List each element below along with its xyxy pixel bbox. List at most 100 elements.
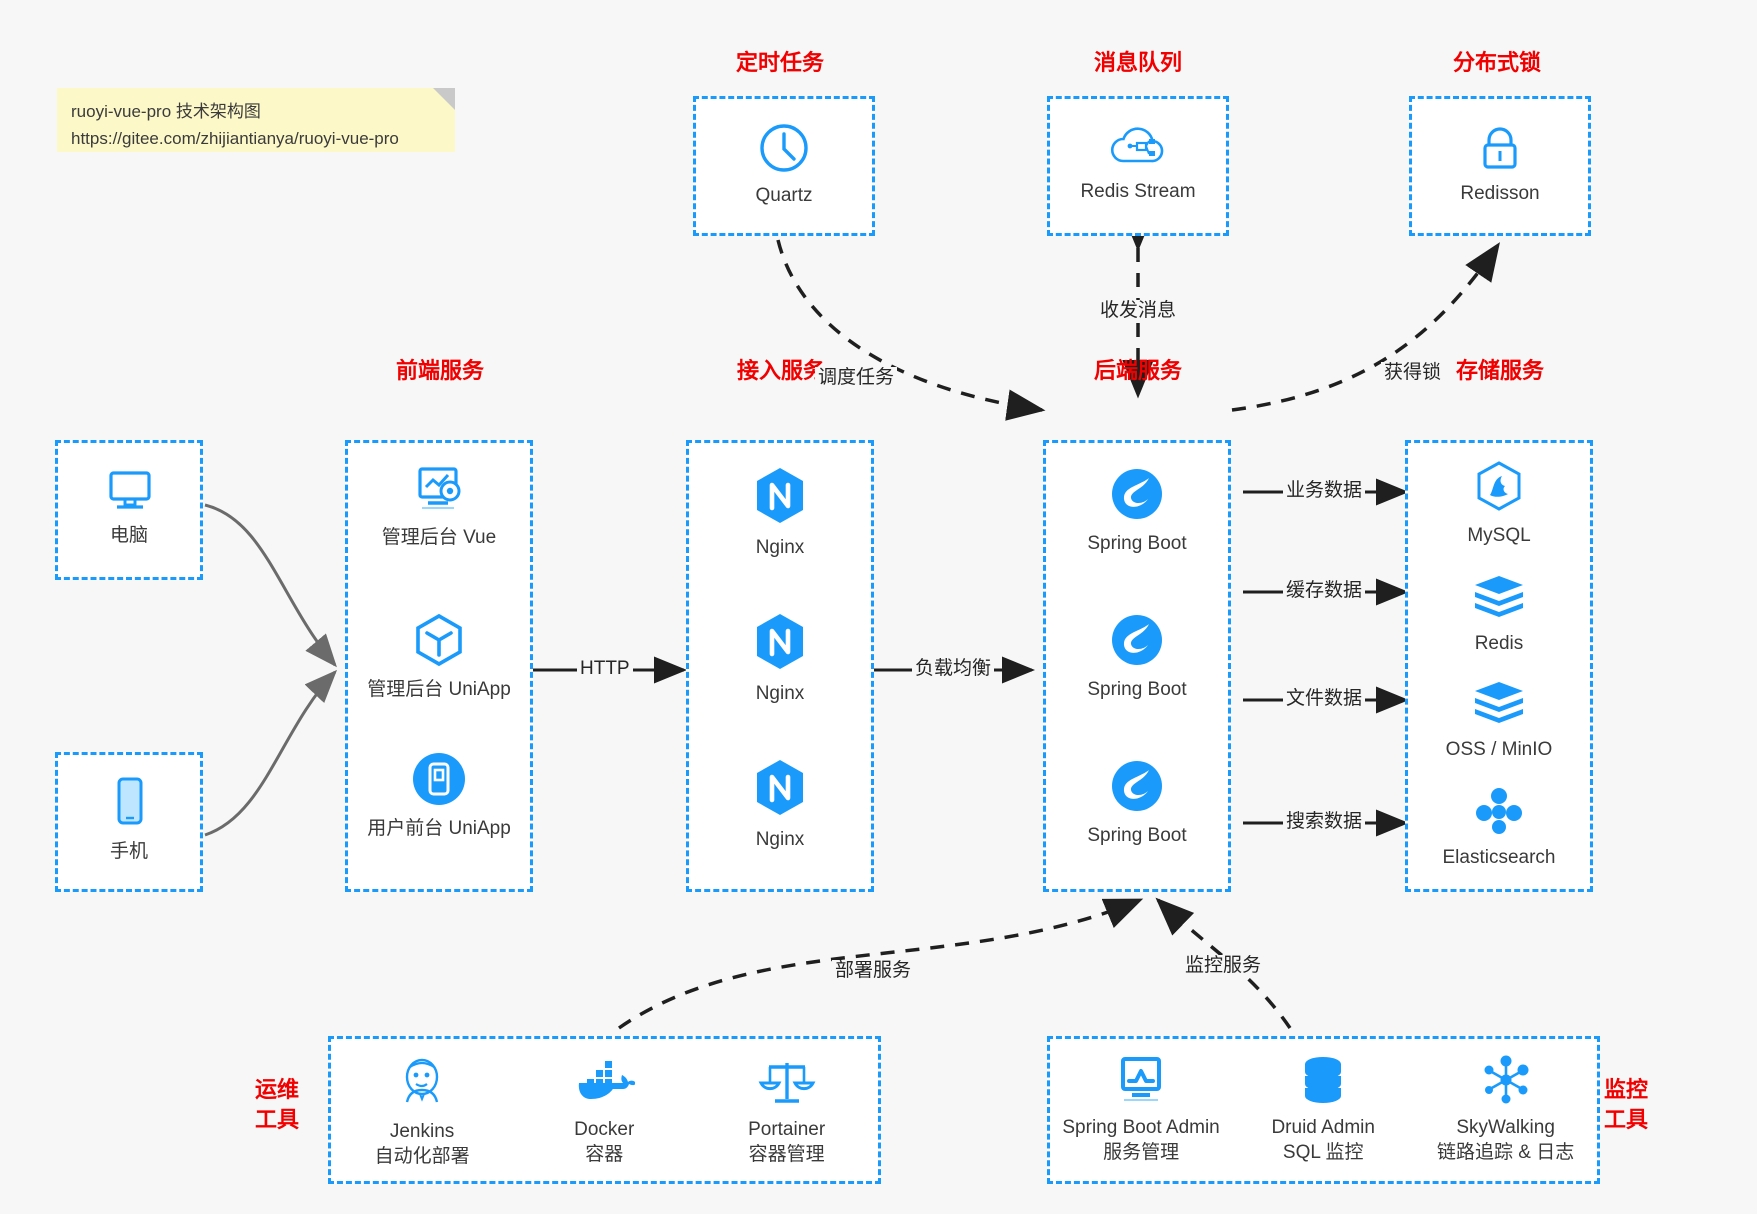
node-label: 电脑	[109, 525, 148, 546]
group-title-devops: 运维 工具	[255, 1075, 325, 1135]
node-label: Redis	[1474, 633, 1524, 654]
node-jenkins[interactable]: Jenkins 自动化部署	[331, 1053, 513, 1169]
node-nginx-1[interactable]: Nginx	[689, 465, 871, 560]
node-label: Redis Stream	[1080, 181, 1196, 202]
node-nginx-3[interactable]: Nginx	[689, 757, 871, 852]
desktop-icon	[109, 471, 151, 509]
lock-icon	[1483, 127, 1517, 169]
group-box-monitor: Spring Boot Admin 服务管理 Druid Admin SQL 监…	[1047, 1036, 1600, 1184]
phone-icon	[117, 777, 143, 825]
jenkins-icon	[405, 1058, 439, 1103]
cube-icon	[416, 613, 462, 667]
node-label: Quartz	[755, 185, 813, 206]
monitor-chart-icon	[1121, 1057, 1162, 1101]
node-label: Spring Boot	[1087, 533, 1187, 554]
note-line-1: ruoyi-vue-pro 技术架构图	[71, 102, 261, 121]
cloud-stream-icon	[1111, 127, 1164, 163]
node-label: 用户前台 UniApp	[367, 818, 511, 839]
group-title-monitor: 监控 工具	[1604, 1075, 1684, 1135]
devops-title-line-1: 运维	[255, 1077, 300, 1102]
node-spring-boot-1[interactable]: Spring Boot	[1046, 465, 1228, 556]
nginx-icon	[757, 760, 803, 815]
group-box-devops: Jenkins 自动化部署 Docker 容器	[328, 1036, 881, 1184]
group-box-gateway: Nginx Nginx Nginx	[686, 440, 874, 892]
group-box-storage: MySQL Redis OSS / MinIO	[1405, 440, 1593, 892]
edge-label-acquire-lock: 获得锁	[1381, 362, 1445, 384]
mobile-app-icon	[413, 753, 465, 805]
node-label: SkyWalking	[1456, 1117, 1555, 1138]
node-label: Jenkins	[389, 1121, 455, 1142]
edge-label-schedule-task: 调度任务	[815, 367, 898, 389]
clock-icon	[760, 124, 808, 172]
node-label: Redisson	[1460, 183, 1540, 204]
nginx-icon	[757, 468, 803, 523]
group-box-mq: Redis Stream	[1047, 96, 1229, 236]
node-user-uniapp[interactable]: 用户前台 UniApp	[348, 750, 530, 841]
mysql-icon	[1477, 461, 1521, 511]
oss-icon	[1475, 682, 1523, 723]
node-docker[interactable]: Docker 容器	[513, 1053, 695, 1167]
group-box-pc: 电脑	[55, 440, 203, 580]
node-label: Spring Boot	[1087, 825, 1187, 846]
note-line-2: https://gitee.com/zhijiantianya/ruoyi-vu…	[71, 129, 399, 148]
group-title-storage: 存储服务	[1455, 358, 1544, 383]
node-admin-uniapp[interactable]: 管理后台 UniApp	[348, 611, 530, 702]
node-label: Nginx	[755, 537, 805, 558]
node-sublabel: 容器管理	[748, 1144, 825, 1165]
node-portainer[interactable]: Portainer 容器管理	[695, 1053, 878, 1167]
node-skywalking[interactable]: SkyWalking 链路追踪 & 日志	[1414, 1053, 1597, 1165]
monitor-title-line-2: 工具	[1604, 1107, 1649, 1132]
nginx-icon	[757, 614, 803, 669]
group-box-scheduled: Quartz	[693, 96, 875, 236]
node-label: Spring Boot	[1087, 679, 1187, 700]
node-sublabel: SQL 监控	[1282, 1142, 1364, 1163]
node-redisson[interactable]: Redisson	[1412, 121, 1588, 206]
node-spring-boot-3[interactable]: Spring Boot	[1046, 757, 1228, 848]
group-title-mq: 消息队列	[1093, 50, 1182, 75]
spring-icon	[1112, 761, 1162, 811]
node-label: MySQL	[1467, 525, 1531, 546]
node-label: Druid Admin	[1271, 1117, 1375, 1138]
node-label: Elasticsearch	[1442, 847, 1556, 868]
node-label: 手机	[109, 841, 148, 862]
node-spring-boot-admin[interactable]: Spring Boot Admin 服务管理	[1050, 1053, 1232, 1165]
group-title-backend: 后端服务	[1093, 358, 1182, 383]
node-admin-vue[interactable]: 管理后台 Vue	[348, 463, 530, 550]
group-box-frontend: 管理后台 Vue 管理后台 UniApp 用户前台 UniApp	[345, 440, 533, 892]
node-nginx-2[interactable]: Nginx	[689, 611, 871, 706]
node-label: Docker	[574, 1119, 635, 1140]
node-quartz[interactable]: Quartz	[696, 121, 872, 208]
spring-icon	[1112, 469, 1162, 519]
node-redis-stream[interactable]: Redis Stream	[1050, 121, 1226, 204]
node-sublabel: 链路追踪 & 日志	[1437, 1142, 1575, 1163]
node-oss-minio[interactable]: OSS / MinIO	[1408, 677, 1590, 762]
node-pc[interactable]: 电脑	[58, 465, 200, 548]
edge-label-load-balance: 负载均衡	[912, 658, 995, 680]
group-title-gateway: 接入服务	[736, 358, 825, 383]
node-label: Nginx	[755, 683, 805, 704]
edge-label-file-data: 文件数据	[1283, 688, 1366, 710]
node-sublabel: 服务管理	[1103, 1142, 1180, 1163]
node-redis[interactable]: Redis	[1408, 571, 1590, 656]
node-label: Spring Boot Admin	[1062, 1117, 1220, 1138]
group-title-lock: 分布式锁	[1452, 50, 1541, 75]
group-title-scheduled: 定时任务	[735, 50, 824, 75]
node-mysql[interactable]: MySQL	[1408, 459, 1590, 548]
node-druid-admin[interactable]: Druid Admin SQL 监控	[1232, 1053, 1414, 1165]
node-elasticsearch[interactable]: Elasticsearch	[1408, 783, 1590, 870]
group-box-backend: Spring Boot Spring Boot Spring Boot	[1043, 440, 1231, 892]
monitor-title-line-1: 监控	[1604, 1077, 1649, 1102]
node-mobile[interactable]: 手机	[58, 775, 200, 864]
database-icon	[1305, 1057, 1342, 1103]
scales-icon	[758, 1063, 816, 1103]
edge-label-business-data: 业务数据	[1283, 480, 1366, 502]
info-note: ruoyi-vue-pro 技术架构图 https://gitee.com/zh…	[57, 88, 455, 152]
group-title-frontend: 前端服务	[395, 358, 484, 383]
node-spring-boot-2[interactable]: Spring Boot	[1046, 611, 1228, 702]
group-box-lock: Redisson	[1409, 96, 1591, 236]
edge-label-deploy-service: 部署服务	[832, 960, 915, 982]
node-label: OSS / MinIO	[1445, 739, 1553, 760]
spring-icon	[1112, 615, 1162, 665]
node-label: 管理后台 Vue	[381, 527, 497, 548]
